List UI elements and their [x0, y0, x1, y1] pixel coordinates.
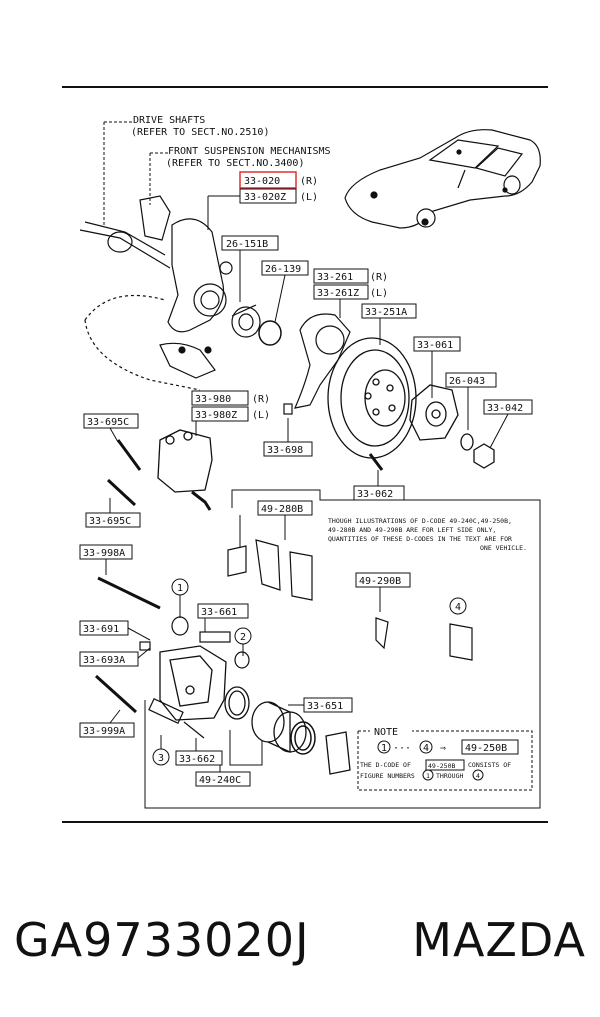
svg-text:CONSISTS OF: CONSISTS OF — [468, 761, 511, 769]
svg-text:THE D-CODE OF: THE D-CODE OF — [360, 761, 411, 769]
boot-upper — [171, 616, 250, 669]
label-33-261z[interactable]: 33-261Z — [317, 288, 359, 299]
boot-lower — [148, 698, 205, 739]
label-33-698[interactable]: 33-698 — [267, 445, 303, 456]
label-33-261[interactable]: 33-261 — [317, 272, 353, 283]
caliper-body — [159, 645, 227, 721]
svg-text:⇒: ⇒ — [440, 743, 446, 754]
note-line-1: THOUGH ILLUSTRATIONS OF D-CODE 49-240C,4… — [328, 517, 512, 525]
label-33-695c-bottom[interactable]: 33-695C — [89, 516, 131, 527]
label-33-662[interactable]: 33-662 — [179, 754, 215, 765]
label-33-980-side: (R) — [252, 394, 270, 405]
label-33-651[interactable]: 33-651 — [307, 701, 343, 712]
svg-text:4: 4 — [455, 602, 461, 613]
svg-text:THROUGH: THROUGH — [436, 772, 463, 780]
piston — [251, 701, 307, 754]
piston-seal — [224, 686, 250, 720]
note-line-2: 49-280B AND 49-290B ARE FOR LEFT SIDE ON… — [328, 526, 496, 534]
label-33-999a[interactable]: 33-999A — [83, 726, 125, 737]
label-33-251a[interactable]: 33-251A — [365, 307, 407, 318]
label-49-280b[interactable]: 49-280B — [261, 504, 303, 515]
label-26-043[interactable]: 26-043 — [449, 376, 485, 387]
callout-3: 3 — [152, 748, 170, 766]
label-33-980z-side: (L) — [252, 410, 270, 421]
label-33-062[interactable]: 33-062 — [357, 489, 393, 500]
svg-text:···: ··· — [393, 743, 411, 754]
label-33-020[interactable]: 33-020 — [244, 176, 280, 187]
label-49-290b[interactable]: 49-290B — [359, 576, 401, 587]
callout-1: 1 — [171, 578, 189, 596]
label-33-061[interactable]: 33-061 — [417, 340, 453, 351]
anti-squeal-clip — [375, 617, 389, 650]
svg-text:1: 1 — [381, 743, 387, 754]
svg-text:1: 1 — [426, 772, 430, 780]
car-silhouette — [344, 129, 541, 229]
svg-text:49-250B: 49-250B — [428, 762, 455, 770]
label-49-240c[interactable]: 49-240C — [199, 775, 241, 786]
parts-diagram: DRIVE SHAFTS (REFER TO SECT.NO.2510) FRO… — [62, 86, 548, 823]
washer — [460, 433, 474, 451]
brake-pad — [325, 731, 351, 775]
svg-text:4: 4 — [423, 743, 429, 754]
label-26-151b[interactable]: 26-151B — [226, 239, 268, 250]
svg-text:DRIVE SHAFTS: DRIVE SHAFTS — [133, 115, 205, 126]
caliper-bracket — [157, 429, 213, 493]
note-code-49-250b: 49-250B — [465, 743, 507, 754]
callout-2: 2 — [234, 627, 252, 645]
svg-text:1: 1 — [177, 583, 183, 594]
label-26-139[interactable]: 26-139 — [265, 264, 301, 275]
kit-outline — [144, 489, 541, 809]
svg-text:4: 4 — [476, 772, 480, 780]
label-33-693a[interactable]: 33-693A — [83, 655, 125, 666]
drive-shafts-ref: DRIVE SHAFTS (REFER TO SECT.NO.2510) — [103, 115, 269, 225]
bolt-33-698 — [283, 403, 293, 415]
hub-bearing — [231, 304, 261, 338]
wheel-stud — [368, 453, 384, 471]
label-33-261-side: (R) — [370, 272, 388, 283]
svg-text:NOTE: NOTE — [374, 727, 398, 738]
hub-nut — [473, 443, 495, 469]
wheel-hub — [409, 384, 459, 441]
label-33-695c-top[interactable]: 33-695C — [87, 417, 129, 428]
guide-pin-top — [116, 439, 142, 471]
note-box: NOTE 1 ··· 4 ⇒ 49-250B THE D-CODE OF 49-… — [357, 727, 533, 791]
svg-text:FRONT SUSPENSION MECHANISMS: FRONT SUSPENSION MECHANISMS — [168, 146, 331, 157]
bolt-33-999a — [94, 674, 138, 714]
label-33-261z-side: (L) — [370, 288, 388, 299]
svg-text:2: 2 — [240, 632, 246, 643]
svg-text:FIGURE NUMBERS: FIGURE NUMBERS — [360, 772, 415, 780]
dust-cover — [293, 313, 351, 409]
bleeder-screw — [139, 641, 151, 651]
label-33-020z-side: (L) — [300, 192, 318, 203]
circlip-a — [219, 261, 233, 275]
guide-pin-bottom — [106, 478, 137, 507]
label-33-661[interactable]: 33-661 — [201, 607, 237, 618]
arrow-bracket — [191, 490, 212, 511]
svg-text:3: 3 — [158, 753, 164, 764]
label-33-998a[interactable]: 33-998A — [83, 548, 125, 559]
label-33-980[interactable]: 33-980 — [195, 394, 231, 405]
part-number: GA9733020J — [14, 913, 310, 967]
knuckle-assembly — [79, 195, 227, 391]
front-suspension-ref: FRONT SUSPENSION MECHANISMS (REFER TO SE… — [149, 146, 331, 205]
label-33-020-side: (R) — [300, 176, 318, 187]
highlight-box-33-020 — [239, 171, 297, 189]
svg-text:(REFER TO SECT.NO.2510): (REFER TO SECT.NO.2510) — [131, 127, 269, 138]
note-line-4: ONE VEHICLE. — [480, 544, 527, 552]
dust-boot — [290, 721, 316, 755]
label-33-020z[interactable]: 33-020Z — [244, 192, 286, 203]
bolt-33-998a — [97, 576, 161, 610]
footer: GA9733020J MAZDA — [0, 900, 600, 980]
pad-shims — [227, 539, 313, 601]
pad-piece — [449, 623, 473, 661]
label-33-980z[interactable]: 33-980Z — [195, 410, 237, 421]
label-33-042[interactable]: 33-042 — [487, 403, 523, 414]
callout-4: 4 — [449, 597, 467, 615]
snap-ring — [258, 320, 282, 346]
note-line-3: QUANTITIES OF THESE D-CODES IN THE TEXT … — [328, 535, 512, 543]
label-33-691[interactable]: 33-691 — [83, 624, 119, 635]
brand-name: MAZDA — [412, 913, 586, 967]
svg-text:(REFER TO SECT.NO.3400): (REFER TO SECT.NO.3400) — [166, 158, 304, 169]
brake-disc — [327, 337, 417, 459]
